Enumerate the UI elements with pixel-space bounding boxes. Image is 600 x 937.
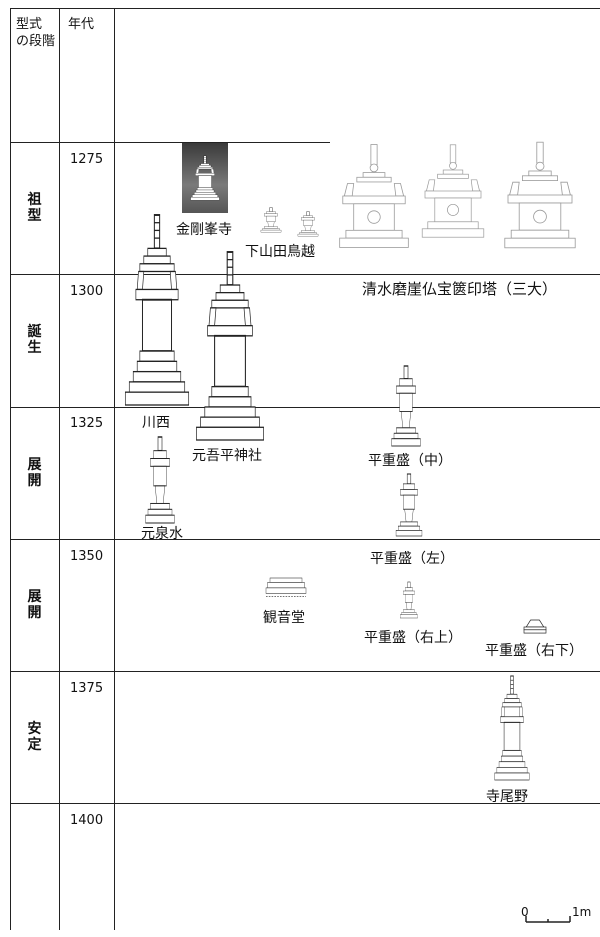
stage-label-development-1: 展 開: [27, 457, 42, 489]
shimoyamada-tower-1: [260, 207, 282, 233]
year-1350: 1350: [70, 549, 104, 564]
year-1275: 1275: [70, 152, 104, 167]
year-1400: 1400: [70, 813, 104, 828]
shimizu-tower-1: [339, 144, 409, 248]
kawanishi-label: 川西: [142, 415, 170, 431]
year-1325: 1325: [70, 416, 104, 431]
shimizu-label: 清水磨崖仏宝篋印塔（三大）: [362, 280, 558, 298]
scale-bar: [525, 916, 571, 923]
scale-one-meter-label: 1m: [572, 905, 592, 919]
year-column-divider: [114, 8, 115, 930]
kannondo-tower: [265, 577, 307, 597]
row-divider-1375: [10, 671, 600, 672]
row-divider-top: [10, 8, 600, 9]
year-1375: 1375: [70, 681, 104, 696]
scale-zero-label: 0: [521, 905, 529, 919]
row-divider-1325: [10, 407, 600, 408]
kawanishi-tower: [124, 214, 190, 406]
shimizu-tower-2: [421, 144, 485, 238]
kongobuji-label: 金剛峯寺: [176, 222, 232, 238]
stage-column-header: 型式 の段階: [16, 17, 56, 49]
row-divider-1350: [10, 539, 600, 540]
table-left-border: [10, 8, 11, 930]
stage-label-stable: 安 定: [27, 721, 42, 753]
stage-label-development-2: 展 開: [27, 589, 42, 621]
stage-column-divider: [59, 8, 60, 930]
motoizumi-label: 元泉水: [141, 526, 183, 542]
shimizu-tower-3: [504, 141, 576, 249]
heijumori-migiue-tower: [400, 581, 418, 619]
stage-label-prototype: 祖 型: [27, 192, 42, 224]
shimoyamada-tower-2: [297, 211, 319, 237]
motoizumi-tower: [144, 436, 176, 524]
year-1300: 1300: [70, 284, 104, 299]
motoa-label: 元吾平神社: [192, 448, 262, 464]
heijumori-migishita-label: 平重盛（右下）: [485, 643, 583, 659]
terao-tower: [494, 675, 530, 781]
row-divider-1400: [10, 803, 600, 804]
shimoyamada-label: 下山田鳥越: [245, 244, 315, 260]
heijumori-naka-tower: [390, 365, 422, 447]
terao-label: 寺尾野: [486, 789, 528, 805]
year-column-header: 年代: [68, 17, 95, 32]
row-divider-1300: [10, 274, 600, 275]
row-divider-1275: [10, 142, 330, 143]
heijumori-migiue-label: 平重盛（右上）: [364, 630, 462, 646]
kannondo-label: 観音堂: [263, 610, 305, 626]
heijumori-hidari-label: 平重盛（左）: [370, 551, 454, 567]
heijumori-migishita-tower: [523, 619, 547, 634]
motoa-tower: [195, 251, 265, 441]
kongobuji-photo-tower: [190, 155, 220, 201]
stage-label-birth: 誕 生: [27, 324, 42, 356]
heijumori-hidari-tower: [395, 473, 423, 537]
heijumori-naka-label: 平重盛（中）: [368, 453, 452, 469]
